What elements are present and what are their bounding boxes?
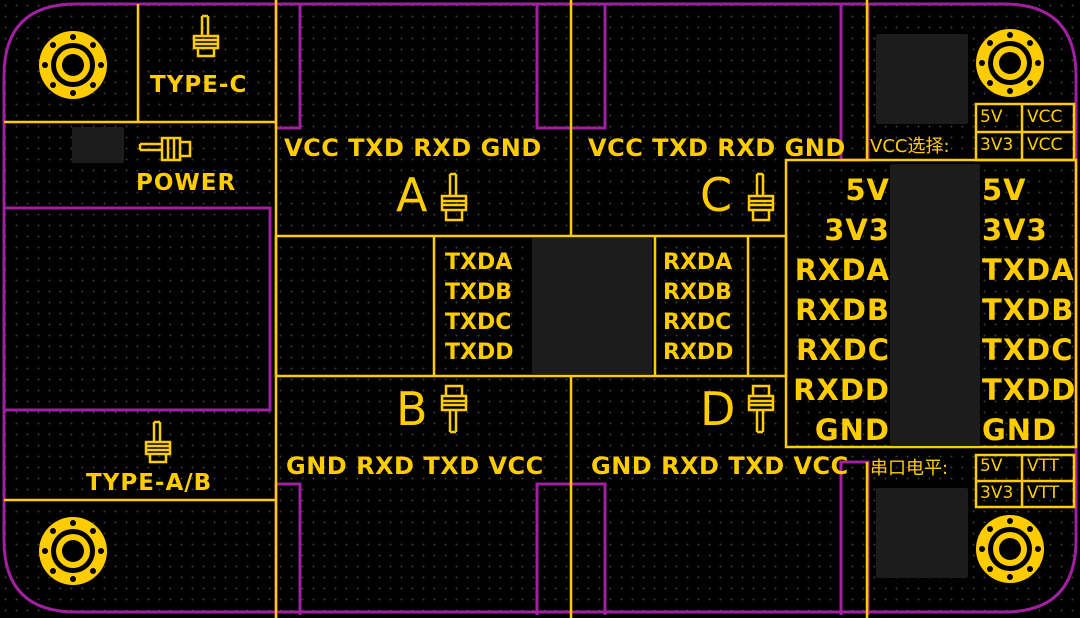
left-pin-label: TXDC [445, 310, 512, 335]
header-c-pins: VCC TXD RXD GND [588, 134, 846, 162]
side-right-pin: TXDC [982, 333, 1074, 367]
port-d-letter: D [700, 382, 736, 436]
right-pin-label: RXDA [663, 250, 733, 275]
vtt-table-cell: VTT [1027, 456, 1060, 476]
vcc-select-label: VCC选择: [870, 136, 950, 157]
pointing-hand-up-icon [747, 172, 775, 222]
pointing-hand-up-icon [440, 172, 468, 222]
side-right-pin: TXDD [982, 373, 1077, 407]
header-a-pins: VCC TXD RXD GND [284, 134, 542, 162]
pointing-hand-down-icon [747, 384, 775, 434]
side-right-pin: TXDB [982, 293, 1075, 327]
header-b-pins: GND RXD TXD VCC [286, 452, 544, 480]
side-left-pin: 5V [845, 173, 890, 207]
vtt-table-cell: 3V3 [980, 483, 1014, 503]
side-left-pin: GND [814, 413, 890, 447]
right-pin-label: RXDB [663, 280, 732, 305]
left-pin-label: TXDB [445, 280, 512, 305]
power-label: POWER [136, 170, 237, 196]
side-left-pin: RXDB [795, 293, 890, 327]
vtt-table-cell: 5V [980, 456, 1003, 476]
right-pin-label: RXDD [663, 340, 734, 365]
center-chip [532, 238, 652, 374]
bottom-right-component [876, 488, 968, 578]
left-pin-label: TXDA [445, 250, 513, 275]
side-right-pin: 5V [982, 173, 1027, 207]
side-connector-body [890, 164, 980, 446]
header-d-pins: GND RXD TXD VCC [591, 452, 849, 480]
side-left-pin: RXDD [793, 373, 890, 407]
vcc-table-cell: VCC [1027, 135, 1063, 155]
port-b-letter: B [396, 382, 428, 436]
vcc-table-cell: VCC [1027, 107, 1063, 127]
slot-bottom-right [839, 460, 870, 615]
side-left-pin: 3V3 [824, 213, 890, 247]
slot-b [274, 482, 302, 618]
side-right-pin: GND [982, 413, 1058, 447]
left-pin-label: TXDD [445, 340, 514, 365]
side-right-pin: TXDA [982, 253, 1075, 287]
port-a-letter: A [396, 168, 428, 222]
side-right-pin: 3V3 [982, 213, 1048, 247]
right-pin-label: RXDC [663, 310, 732, 335]
mounting-hole-icon [976, 29, 1044, 97]
type-c-label: TYPE-C [150, 72, 248, 98]
vtt-table-cell: VTT [1027, 483, 1060, 503]
side-left-pin: RXDA [794, 253, 890, 287]
pointing-hand-up-icon [192, 14, 220, 58]
pointing-hand-down-icon [440, 384, 468, 434]
mounting-hole-icon [39, 517, 107, 585]
port-c-letter: C [700, 168, 733, 222]
serial-level-label: 串口电平: [870, 458, 949, 479]
power-led-pad [72, 127, 124, 163]
side-left-pin: RXDC [795, 333, 890, 367]
slot-left-usb [4, 206, 272, 412]
top-right-component [876, 34, 968, 124]
slot-a [274, 0, 302, 130]
pointing-hand-left-icon [138, 136, 192, 162]
mounting-hole-icon [39, 31, 107, 99]
vcc-table-cell: 3V3 [980, 135, 1014, 155]
mounting-hole-icon [976, 515, 1044, 583]
pointing-hand-up-icon [144, 420, 172, 464]
type-ab-label: TYPE-A/B [86, 470, 213, 496]
vcc-table-cell: 5V [980, 107, 1003, 127]
